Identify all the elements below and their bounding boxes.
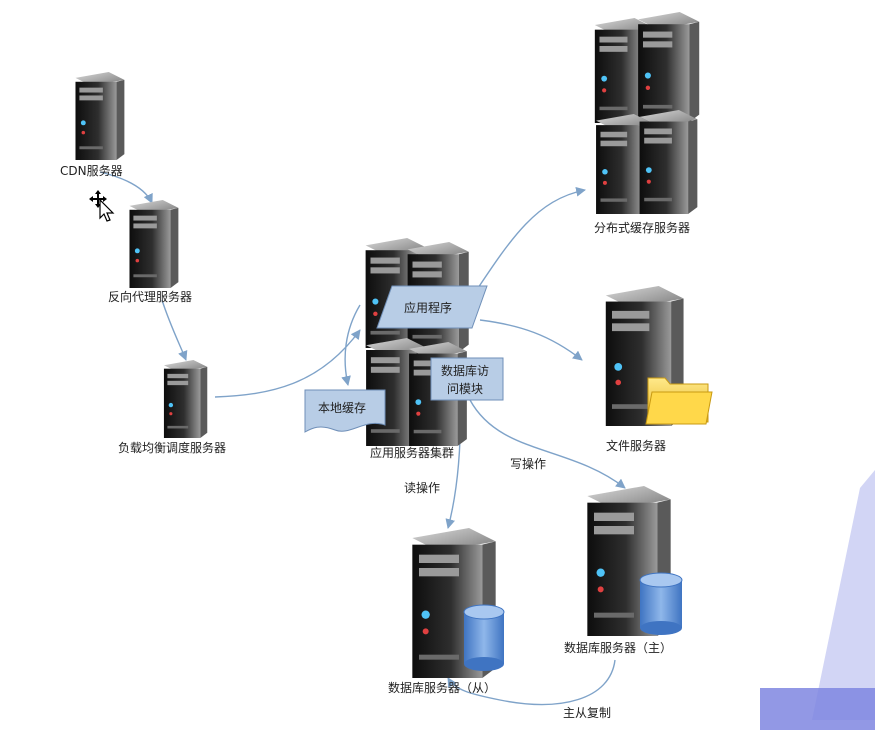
- file-server: 文件服务器: [605, 286, 713, 453]
- local-cache-box: 本地缓存: [304, 389, 386, 433]
- replication-label: 主从复制: [563, 706, 611, 720]
- arrow-proxy-to-lb: [161, 299, 188, 361]
- db-master-cylinder-icon: [639, 572, 683, 635]
- read-operation-label: 读操作: [404, 480, 440, 495]
- move-cursor-icon: [89, 190, 115, 222]
- local-cache-label: 本地缓存: [318, 401, 366, 415]
- load-balancer-label: 负载均衡调度服务器: [118, 440, 226, 455]
- db-master-label: 数据库服务器（主）: [564, 640, 672, 655]
- app-cluster-label: 应用服务器集群: [370, 445, 454, 460]
- db-access-module-box: 数据库访 问模块: [430, 357, 504, 401]
- arrow-replication: [447, 659, 616, 706]
- app-server-cluster: 应用服务器集群: [365, 238, 469, 460]
- arrow-write: [469, 399, 626, 489]
- db-master-server: 数据库服务器（主）: [564, 486, 683, 655]
- load-balancer-server: 负载均衡调度服务器: [118, 360, 226, 455]
- file-server-label: 文件服务器: [606, 438, 666, 453]
- cdn-server: CDN服务器: [60, 72, 125, 178]
- corner-bar-accent: [760, 688, 875, 730]
- reverse-proxy-label: 反向代理服务器: [108, 289, 192, 304]
- reverse-proxy-server: 反向代理服务器: [108, 200, 192, 304]
- db-slave-server: 数据库服务器（从）: [388, 528, 505, 695]
- arrow-cluster-to-file-server: [479, 319, 583, 361]
- cdn-label: CDN服务器: [60, 163, 123, 178]
- corner-triangle-accent: [812, 470, 875, 720]
- write-operation-label: 写操作: [510, 456, 546, 471]
- arrow-lb-to-cluster: [214, 329, 361, 398]
- distributed-cache-servers: 分布式缓存服务器: [594, 12, 700, 235]
- db-access-label-line1: 数据库访: [441, 363, 489, 378]
- arrow-cdn-to-proxy: [99, 171, 153, 204]
- arrow-app-to-local-cache: [341, 304, 361, 386]
- db-access-label-line2: 问模块: [447, 382, 483, 396]
- folder-icon: [645, 377, 713, 425]
- app-program-label: 应用程序: [404, 300, 452, 315]
- app-program-box: 应用程序: [376, 285, 488, 329]
- db-slave-cylinder-icon: [463, 604, 505, 671]
- db-slave-label: 数据库服务器（从）: [388, 680, 496, 695]
- arrow-cluster-to-distributed-cache: [469, 186, 586, 301]
- distributed-cache-label: 分布式缓存服务器: [594, 220, 690, 235]
